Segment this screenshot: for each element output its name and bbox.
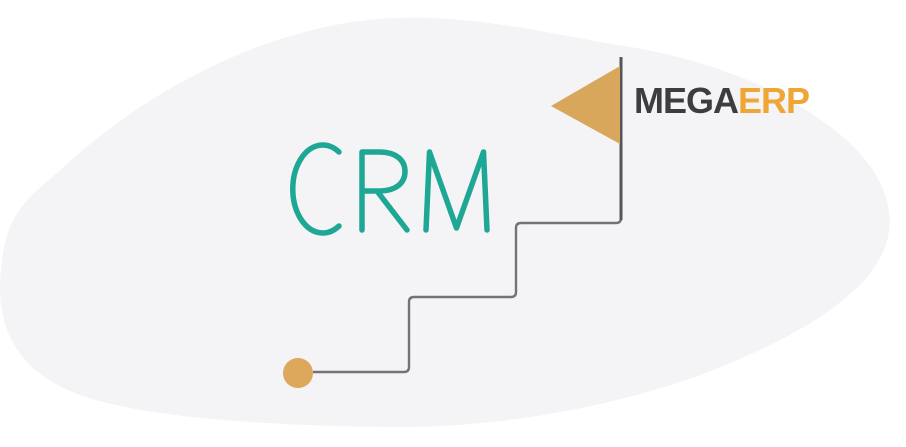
start-dot [283,358,313,388]
letter-c-path [290,142,342,236]
flag-pennant-icon [551,66,620,144]
logo-text-erp: ERP [738,80,810,121]
step-path [313,217,623,374]
letter-m-path [423,149,490,233]
cloud-shape [0,17,890,428]
megaerp-logo: MEGAERP [634,80,810,121]
logo-text-mega: MEGA [634,80,739,121]
letter-r-path [359,149,410,233]
crm-title-graphic [290,142,490,236]
crm-title: CRM [280,140,500,240]
crm-title-text: CRM [280,140,281,141]
